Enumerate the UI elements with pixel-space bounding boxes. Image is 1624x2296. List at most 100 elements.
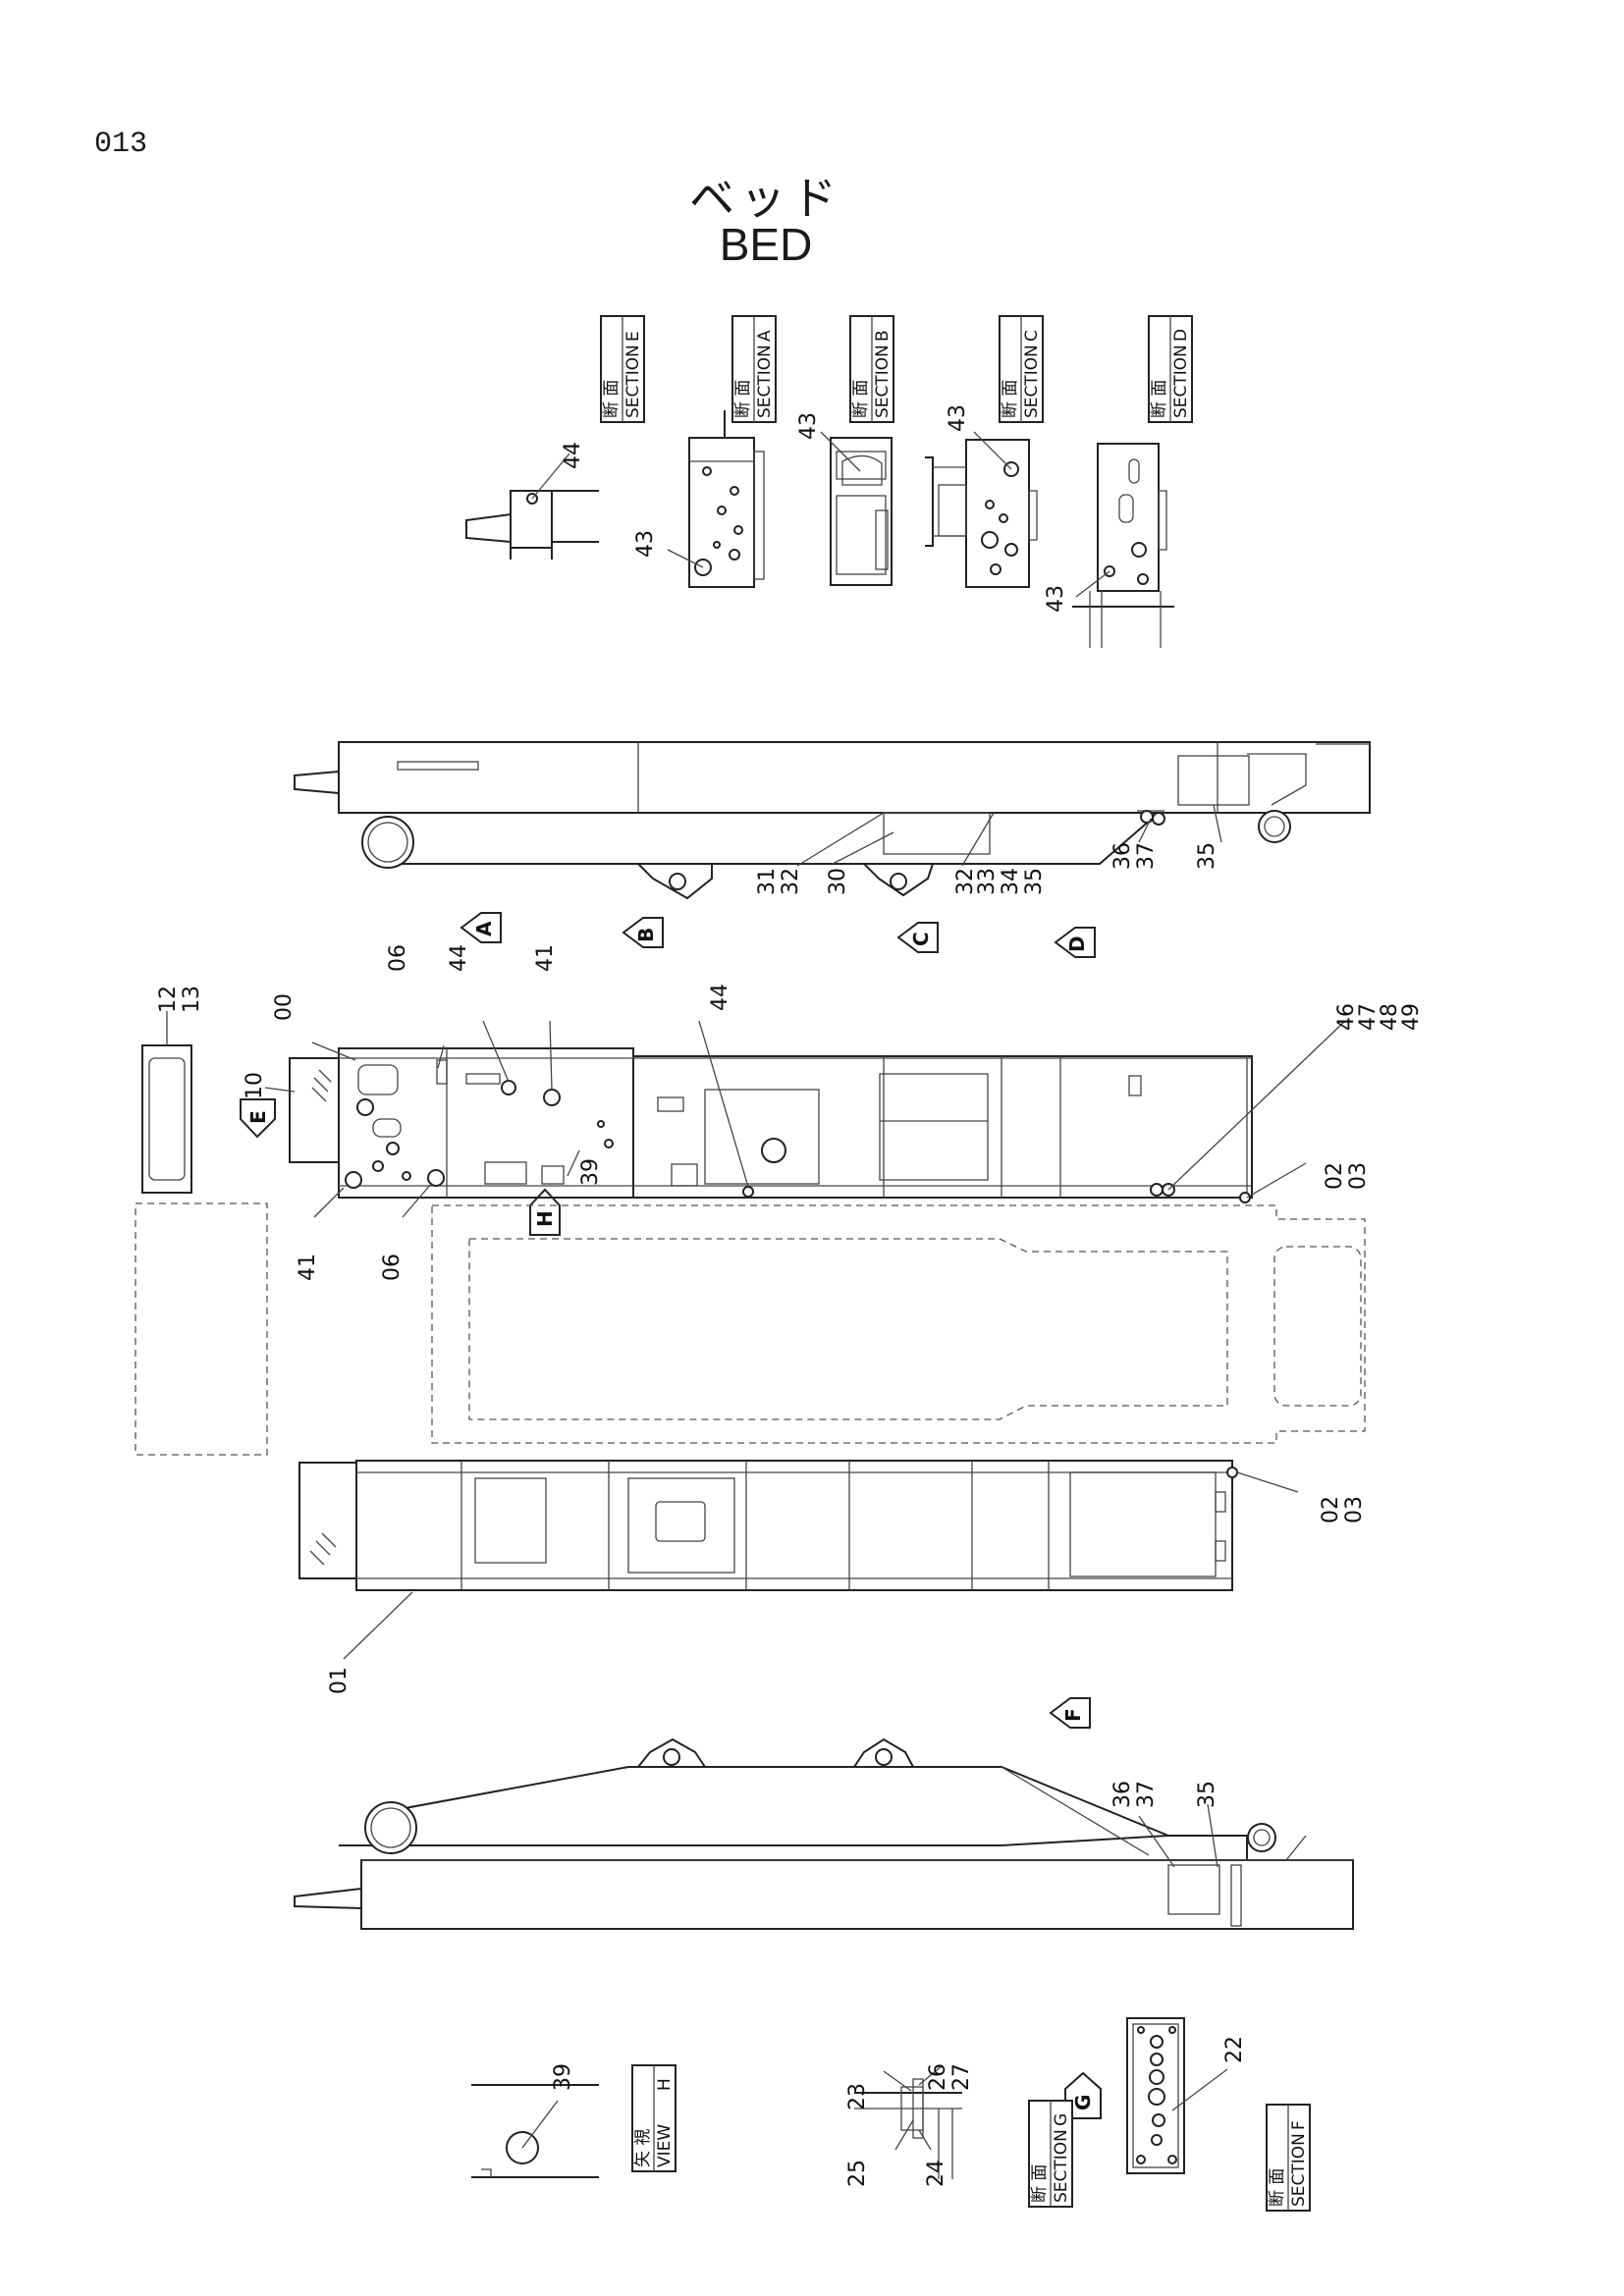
svg-text:03: 03	[1342, 1496, 1367, 1523]
lower-side-elevation: 36 37 35	[294, 1737, 1354, 1930]
section-b-drawing: 43	[796, 412, 893, 586]
view-arrow-f: F	[1049, 1697, 1091, 1729]
svg-text:C: C	[909, 932, 933, 946]
svg-text:10: 10	[243, 1072, 267, 1099]
svg-text:39: 39	[551, 2063, 575, 2091]
svg-text:E: E	[246, 1110, 270, 1124]
svg-text:33: 33	[975, 868, 1000, 895]
svg-text:03: 03	[1346, 1162, 1371, 1190]
svg-text:24: 24	[924, 2160, 948, 2187]
svg-text:06: 06	[380, 1254, 405, 1281]
svg-text:27: 27	[949, 2063, 974, 2091]
svg-text:E: E	[623, 331, 643, 342]
svg-text:44: 44	[708, 984, 732, 1011]
svg-text:SECTION: SECTION	[873, 345, 893, 418]
svg-text:00: 00	[272, 993, 297, 1021]
view-arrow-g: G	[1064, 2071, 1102, 2119]
plan-lower-frame: 01 02 03	[298, 1460, 1367, 1694]
section-e-tag: 断 面 SECTION E	[600, 315, 645, 423]
svg-text:32: 32	[779, 868, 803, 895]
svg-text:H: H	[655, 2078, 675, 2091]
svg-text:01: 01	[327, 1667, 352, 1694]
section-c-drawing: 43	[925, 404, 1038, 588]
view-arrow-c: C	[896, 922, 939, 953]
svg-text:13: 13	[180, 986, 204, 1013]
section-f-drawing: 22	[1126, 2017, 1247, 2174]
view-arrow-b: B	[622, 917, 664, 948]
page-number: 013	[94, 128, 148, 161]
svg-text:A: A	[472, 921, 496, 936]
title-japanese: ベッド	[689, 172, 842, 225]
plan-upper-frame: 12 13 00 10 06 44 41 44 39 41 06 46 47 4…	[141, 944, 1424, 1281]
svg-text:矢 視: 矢 視	[633, 2129, 653, 2167]
section-f-tag: 断 面 SECTION F	[1266, 2104, 1311, 2212]
view-h-tag: 矢 視 VIEW H	[631, 2064, 677, 2172]
section-e-drawing: 44	[465, 442, 599, 560]
view-arrow-a: A	[460, 912, 502, 943]
svg-text:43: 43	[1044, 585, 1068, 613]
svg-text:34: 34	[999, 868, 1023, 895]
svg-text:46: 46	[1334, 1003, 1359, 1031]
svg-text:断 面: 断 面	[1030, 2164, 1050, 2203]
svg-text:22: 22	[1222, 2036, 1247, 2063]
svg-text:SECTION: SECTION	[1171, 345, 1191, 418]
svg-text:41: 41	[296, 1254, 320, 1281]
svg-text:44: 44	[561, 442, 585, 469]
svg-text:02: 02	[1323, 1162, 1347, 1190]
svg-text:35: 35	[1195, 1781, 1219, 1808]
svg-text:A: A	[755, 330, 775, 342]
view-arrow-h: H	[529, 1188, 561, 1236]
svg-text:断 面: 断 面	[851, 380, 871, 418]
svg-text:SECTION: SECTION	[1052, 2129, 1071, 2203]
section-c-tag: 断 面 SECTION C	[999, 315, 1044, 423]
svg-text:VIEW: VIEW	[655, 2124, 675, 2167]
svg-text:G: G	[1071, 2095, 1095, 2110]
svg-text:23: 23	[845, 2083, 870, 2110]
svg-text:SECTION: SECTION	[623, 345, 643, 418]
svg-text:25: 25	[845, 2160, 870, 2187]
svg-text:D: D	[1065, 935, 1089, 952]
svg-text:D: D	[1171, 329, 1191, 342]
svg-text:12: 12	[156, 986, 181, 1013]
section-a-tag: 断 面 SECTION A	[731, 315, 777, 423]
svg-text:SECTION: SECTION	[1289, 2133, 1309, 2207]
svg-text:44: 44	[447, 944, 471, 972]
section-g-drawing: 23 26 27 25 24	[845, 2063, 974, 2187]
plan-centre-frame	[135, 1202, 1366, 1456]
svg-text:35: 35	[1195, 842, 1219, 870]
svg-text:37: 37	[1134, 842, 1159, 870]
svg-text:36: 36	[1110, 842, 1135, 870]
view-arrow-d: D	[1054, 927, 1096, 958]
svg-text:断 面: 断 面	[1150, 380, 1169, 418]
svg-text:30: 30	[826, 868, 850, 895]
section-b-tag: 断 面 SECTION B	[849, 315, 894, 423]
section-d-drawing: 43	[1044, 443, 1174, 648]
svg-text:02: 02	[1319, 1496, 1343, 1523]
section-a-drawing: 43	[633, 410, 765, 588]
svg-text:F: F	[1061, 1708, 1085, 1722]
svg-text:31: 31	[755, 868, 780, 895]
svg-text:39: 39	[578, 1158, 603, 1186]
svg-text:SECTION: SECTION	[755, 345, 775, 418]
svg-text:断 面: 断 面	[733, 380, 753, 418]
svg-text:26: 26	[926, 2063, 950, 2091]
svg-text:43: 43	[946, 404, 970, 432]
section-d-tag: 断 面 SECTION D	[1148, 315, 1193, 423]
section-g-tag: 断 面 SECTION G	[1028, 2100, 1073, 2208]
svg-text:49: 49	[1399, 1003, 1424, 1031]
svg-text:06: 06	[386, 944, 410, 972]
view-arrow-e: E	[240, 1098, 276, 1139]
view-h-drawing: 39	[471, 2063, 599, 2178]
svg-text:C: C	[1022, 330, 1042, 342]
svg-text:断 面: 断 面	[1001, 380, 1020, 418]
svg-text:43: 43	[796, 412, 821, 440]
svg-text:47: 47	[1356, 1003, 1380, 1031]
svg-text:H: H	[533, 1210, 557, 1227]
svg-text:SECTION: SECTION	[1022, 345, 1042, 418]
svg-text:43: 43	[633, 530, 658, 558]
title-english: BED	[719, 219, 813, 270]
svg-text:35: 35	[1022, 868, 1047, 895]
svg-text:41: 41	[533, 944, 558, 972]
svg-text:48: 48	[1378, 1003, 1402, 1031]
svg-text:断 面: 断 面	[1268, 2168, 1287, 2207]
